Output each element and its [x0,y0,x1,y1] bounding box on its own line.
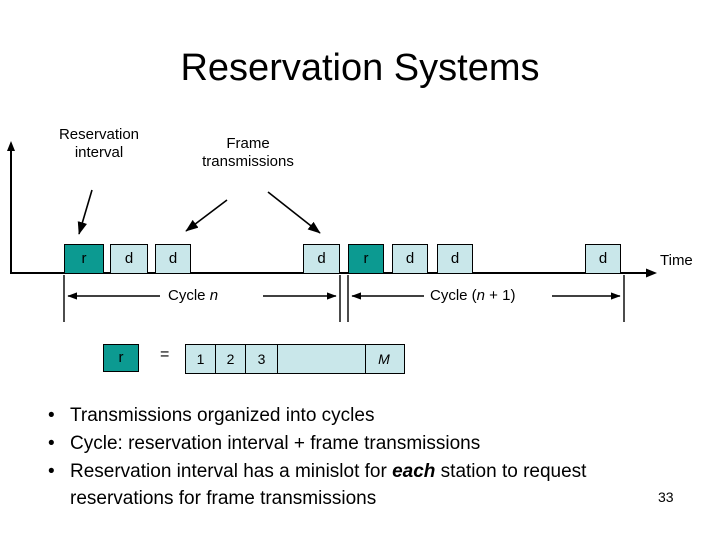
bullet-marker: • [48,405,55,426]
minislot-equals-sign: = [160,346,170,363]
minislot-cell-3[interactable]: 3 [246,345,278,373]
timeline-box-data[interactable]: d [303,244,340,274]
bullet-text-emphasis: each [392,461,436,482]
cycle-n-label-var: n [209,287,219,304]
minislot-cell-m[interactable]: M [366,345,402,373]
bullet-text: Cycle: reservation interval + frame tran… [70,433,481,454]
bullet-item: • Reservation interval has a minislot for… [36,458,676,512]
minislot-cell-gap[interactable] [278,345,366,373]
cycle-n-plus-1-label: Cycle (n + 1) [430,287,515,304]
label-frame-transmissions-line1: Frame [226,135,270,152]
cycle-n-label: Cycle n [168,287,218,304]
vertical-axis [7,141,15,272]
cycle-boundary-lines [63,275,625,322]
page-number: 33 [658,489,674,505]
bullet-item: • Cycle: reservation interval + frame tr… [36,430,676,457]
cycle-n-plus-1-label-prefix: Cycle ( [430,287,477,304]
minislot-strip: 1 2 3 M [185,344,405,374]
timeline-box-data[interactable]: d [585,244,621,274]
bullet-text: Transmissions organized into cycles [70,405,375,426]
label-frame-transmissions: Frame transmissions [178,135,318,171]
cycle-n-label-prefix: Cycle [168,287,210,304]
diagram-vector-layer [7,141,657,322]
timeline-box-data[interactable]: d [437,244,473,274]
bullet-marker: • [48,461,55,482]
cycle-n-plus-1-label-suffix: + 1) [485,287,516,304]
minislot-source-box[interactable]: r [103,344,139,372]
cycle-n-plus-1-label-var: n [476,287,486,304]
timeline-box-data[interactable]: d [155,244,191,274]
timeline-box-reservation[interactable]: r [348,244,384,274]
label-reservation-interval-line2: interval [74,144,124,161]
label-frame-transmissions-line2: transmissions [202,153,294,170]
minislot-cell-m-label: M [378,351,390,367]
callout-arrow-reservation-interval [77,189,93,235]
callout-arrow-frame-transmissions-left [185,199,228,232]
timeline-box-data[interactable]: d [110,244,148,274]
bullet-item: • Transmissions organized into cycles [36,402,676,429]
timeline-box-data[interactable]: d [392,244,428,274]
bullet-text-post: station to request reservations for fram… [70,461,587,509]
label-reservation-interval-line1: Reservation [58,126,140,143]
reservation-timeline-diagram: Reservation interval Frame transmissions… [7,126,693,374]
bullet-list: • Transmissions organized into cycles • … [36,402,676,513]
minislot-cell-2[interactable]: 2 [216,345,246,373]
timeline-box-reservation[interactable]: r [64,244,104,274]
callout-arrow-frame-transmissions-right [267,191,321,234]
bullet-marker: • [48,433,55,454]
page-title: Reservation Systems [180,47,540,89]
minislot-cell-1[interactable]: 1 [186,345,216,373]
bullet-text-pre: Reservation interval has a minislot for [70,461,393,482]
label-reservation-interval: Reservation interval [34,126,164,162]
axis-label-time: Time [660,252,693,269]
